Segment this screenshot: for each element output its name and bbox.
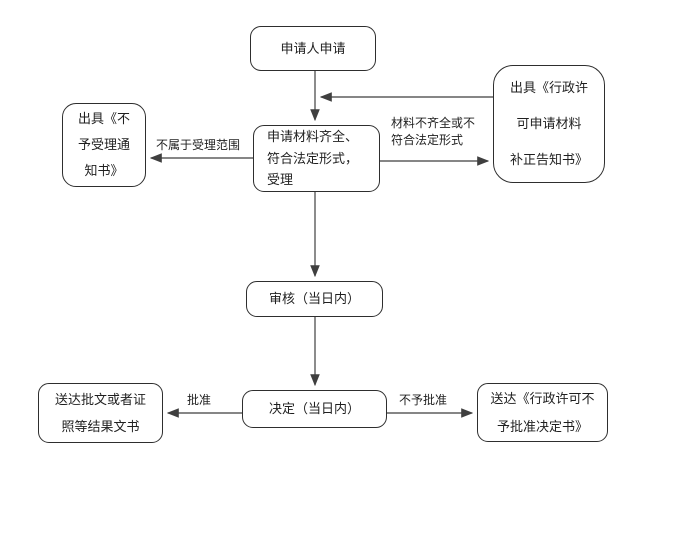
node-supplement-notice: 出具《行政许 可申请材料 补正告知书》 [493, 65, 605, 183]
edge-label-not-approved: 不予批准 [399, 393, 448, 407]
node-review: 审核（当日内） [246, 281, 383, 317]
node-deliver-denial-decision: 送达《行政许可不 予批准决定书》 [477, 383, 608, 442]
node-decision: 决定（当日内） [242, 390, 387, 428]
node-deliver-approval-documents: 送达批文或者证 照等结果文书 [38, 383, 163, 443]
node-accept-materials: 申请材料齐全、 符合法定形式， 受理 [253, 125, 380, 192]
edge-label-out-of-scope: 不属于受理范围 [156, 138, 241, 152]
edge-label-materials-incomplete: 材料不齐全或不 符合法定形式 [391, 116, 476, 147]
edge-label-approved: 批准 [187, 393, 212, 407]
node-reject-notice: 出具《不 予受理通 知书》 [62, 103, 146, 187]
node-applicant-apply: 申请人申请 [250, 26, 376, 71]
